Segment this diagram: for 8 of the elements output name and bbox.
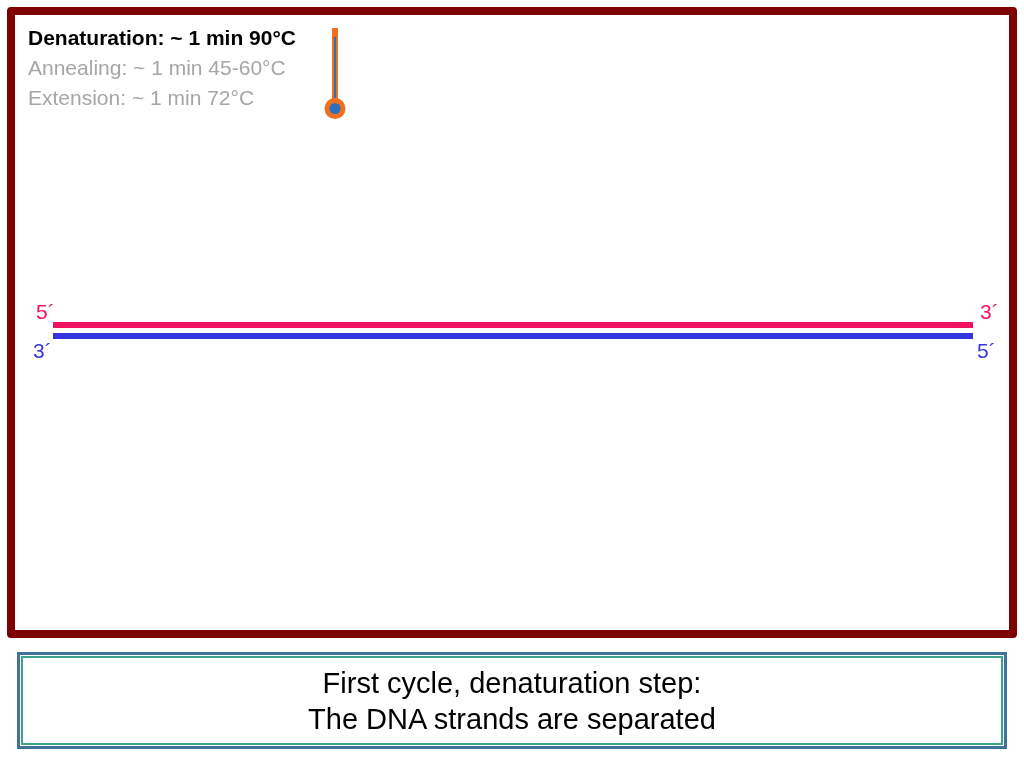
step-label: Annealing: ~ 1 min 45-60°C bbox=[28, 56, 286, 80]
strand-end-label: 3´ bbox=[980, 300, 999, 324]
step-label: Denaturation: ~ 1 min 90°C bbox=[28, 26, 297, 50]
strand-end-label: 3´ bbox=[33, 339, 52, 363]
strand-end-label: 5´ bbox=[36, 300, 55, 324]
step-label: Extension: ~ 1 min 72°C bbox=[28, 86, 255, 110]
caption-text: First cycle, denaturation step: The DNA strands are separated bbox=[307, 665, 717, 737]
strand-end-label: 5´ bbox=[977, 339, 996, 363]
